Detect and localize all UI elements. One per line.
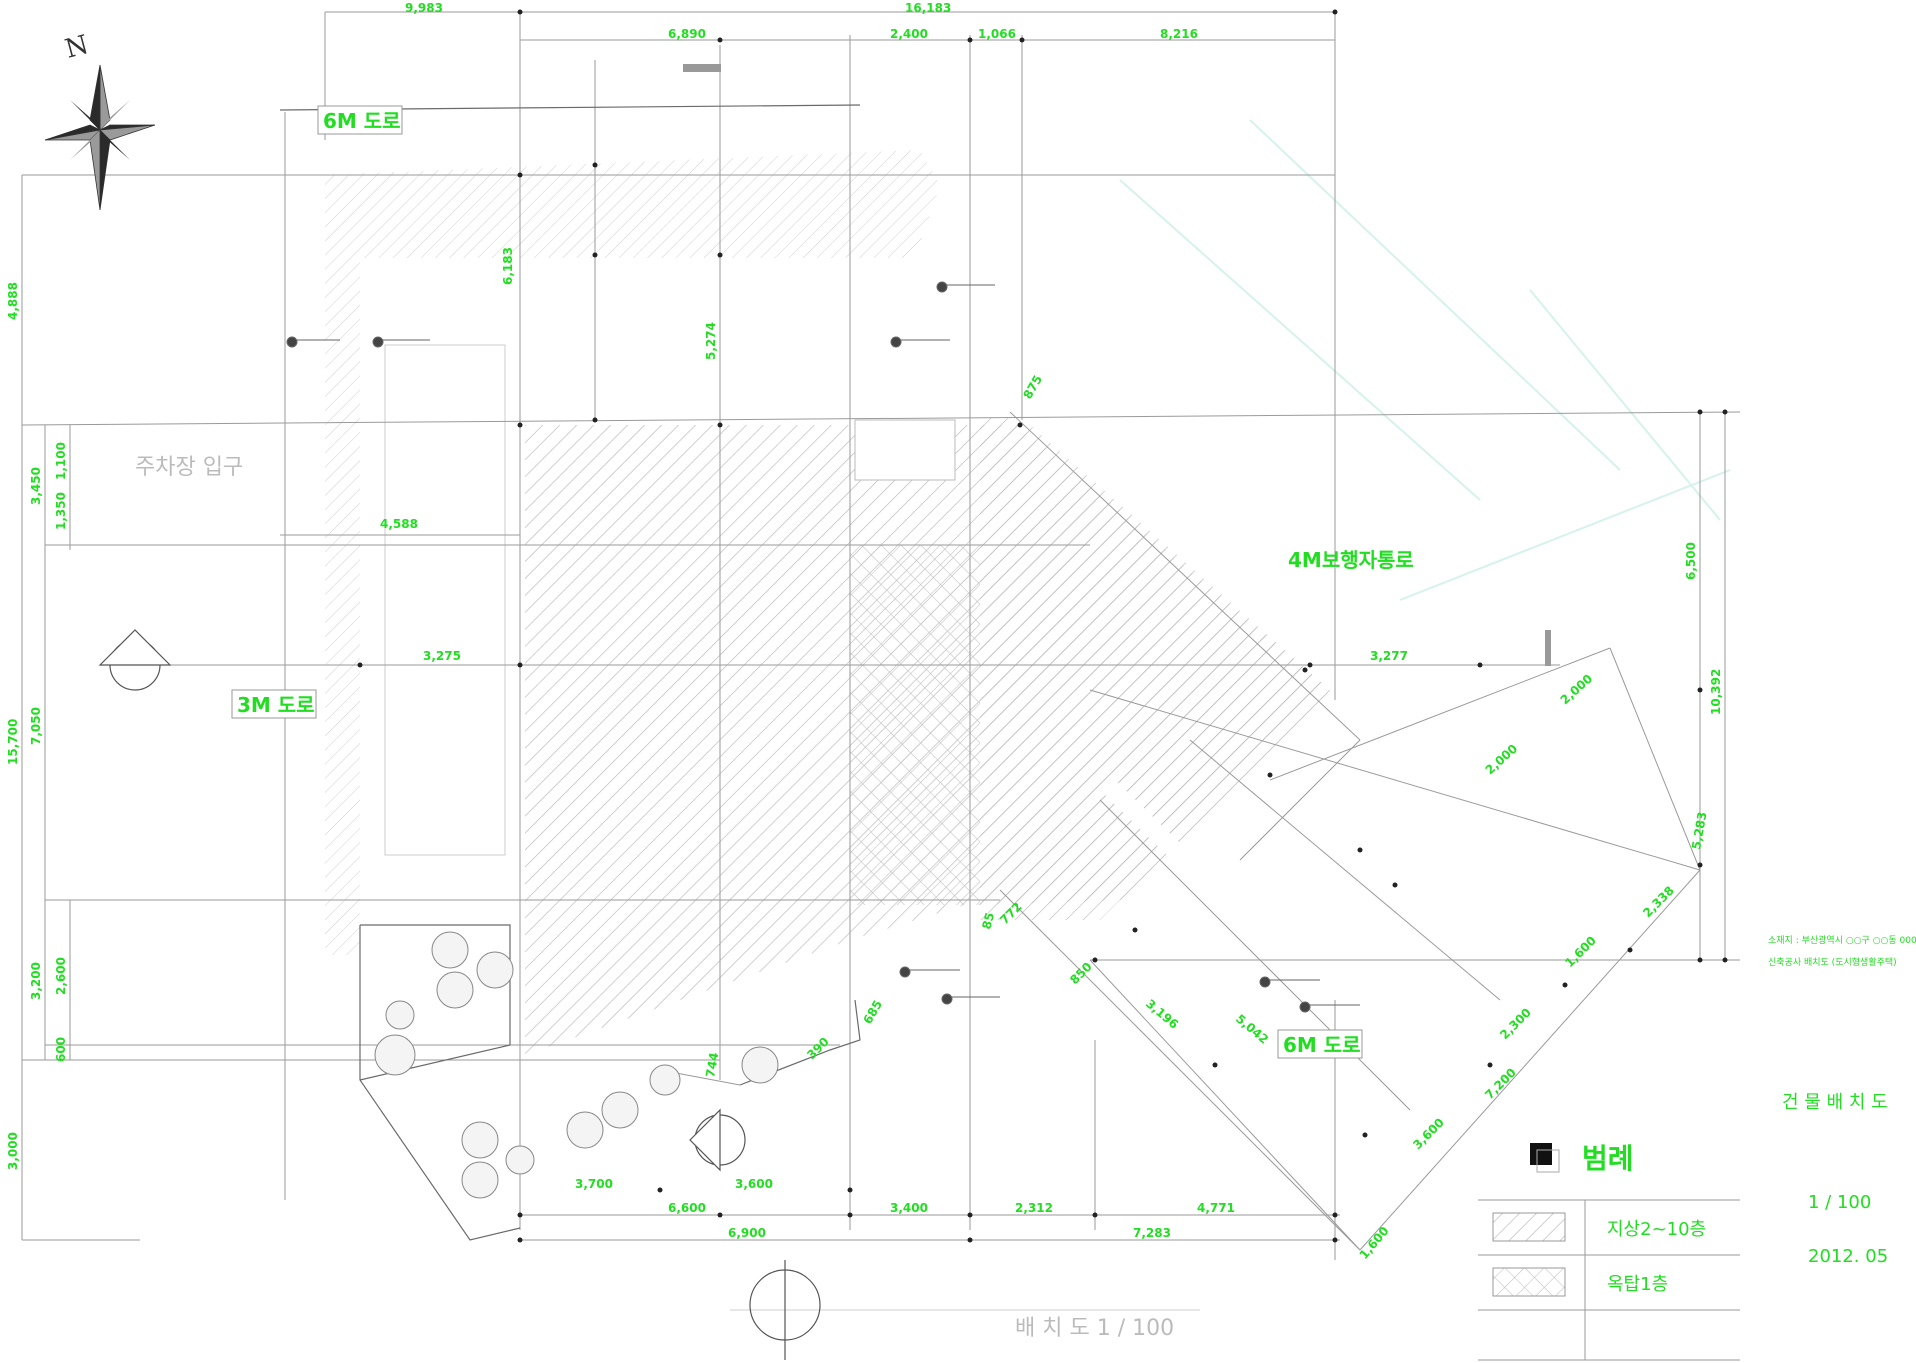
- dim-diag-6: 7,200: [1482, 1065, 1519, 1102]
- legend-item-label-1: 지상2~10층: [1607, 1219, 1706, 1240]
- dim-left-4: 3,450: [29, 467, 43, 505]
- dim-top-3: 6,890: [668, 27, 706, 41]
- dim-diag-15: 85: [979, 911, 997, 931]
- dim-left-6: 3,200: [29, 962, 43, 1000]
- dim-bot-7: 6,900: [728, 1226, 766, 1240]
- dim-diag-9: 1,600: [1562, 933, 1599, 970]
- site-boundary: [359, 924, 861, 1241]
- drawing-title: 건 물 배 치 도: [1782, 1092, 1888, 1113]
- compass-rose-icon: [44, 64, 156, 211]
- dim-diag-5: 2,300: [1497, 1005, 1534, 1042]
- legend: 범례 지상2~10층 옥탑1층: [1478, 1142, 1740, 1361]
- dim-diag-7: 3,600: [1410, 1115, 1447, 1152]
- dim-int-2: 5,274: [704, 322, 718, 360]
- dim-bot-5: 2,312: [1015, 1201, 1053, 1215]
- road-label-south-east: 6M 도로: [1283, 1033, 1361, 1057]
- road-label-west: 3M 도로: [237, 693, 315, 717]
- dim-diag-14: 685: [860, 998, 885, 1027]
- tree-icons: [374, 931, 779, 1199]
- dim-int-3: 4,588: [380, 517, 418, 531]
- dim-diag-12: 744: [703, 1051, 721, 1078]
- dim-diag-11: 1,600: [1357, 1224, 1392, 1262]
- dim-int-8: 2,000: [1483, 741, 1521, 777]
- section-symbol-icons: [98, 629, 821, 1360]
- dim-int-4: 3,275: [423, 649, 461, 663]
- grid-points: [357, 9, 1728, 1243]
- road-label-north: 6M 도로: [323, 109, 401, 133]
- section-markers: [286, 64, 1551, 1013]
- legend-title: 범례: [1582, 1142, 1634, 1175]
- dim-right-2: 10,392: [1709, 669, 1723, 715]
- note-line-1: 소재지 : 부산광역시 ○○구 ○○동 000-0: [1768, 934, 1916, 946]
- faint-label: 주차장 입구: [135, 455, 243, 480]
- dim-diag-10: 5,283: [1689, 811, 1709, 851]
- dim-left-5: 7,050: [29, 707, 43, 745]
- dim-int-7: 2,000: [1558, 671, 1596, 707]
- dim-left-7: 1,100: [54, 442, 68, 480]
- dim-left-9: 2,600: [54, 957, 68, 995]
- road-label-pedestrian: 4M보행자통로: [1288, 548, 1414, 572]
- dim-int-1: 6,183: [501, 247, 515, 285]
- dim-top-2: 16,183: [905, 1, 951, 15]
- dim-bot-3: 6,600: [668, 1201, 706, 1215]
- building-footprint: [325, 150, 1330, 1055]
- dim-bot-2: 3,600: [735, 1177, 773, 1191]
- legend-item-label-2: 옥탑1층: [1607, 1274, 1668, 1295]
- north-label: N: [62, 30, 92, 65]
- dim-left-1: 4,888: [6, 282, 20, 320]
- title-block: 건 물 배 치 도 1 / 100 2012. 05: [1782, 1092, 1888, 1267]
- dim-int-5: 3,277: [1370, 649, 1408, 663]
- dim-bot-4: 3,400: [890, 1201, 928, 1215]
- note-line-2: 신축공사 배치도 (도시형생활주택): [1768, 956, 1897, 968]
- drawing-date: 2012. 05: [1808, 1246, 1888, 1267]
- guide-lines: [1119, 119, 1731, 601]
- drawing-scale: 1 / 100: [1808, 1192, 1871, 1213]
- dim-right-1: 6,500: [1684, 542, 1698, 580]
- dim-top-4: 2,400: [890, 27, 928, 41]
- dim-bot-1: 3,700: [575, 1177, 613, 1191]
- dim-top-1: 9,983: [405, 1, 443, 15]
- dim-left-2: 15,700: [6, 719, 20, 765]
- dim-left-3: 3,000: [6, 1132, 20, 1170]
- dim-diag-3: 3,196: [1143, 997, 1181, 1032]
- dim-bot-6: 4,771: [1197, 1201, 1235, 1215]
- legend-swatch-single-hatch: [1492, 1212, 1566, 1242]
- dim-top-5: 1,066: [978, 27, 1016, 41]
- dim-diag-2: 850: [1067, 959, 1095, 987]
- dim-left-10: 600: [54, 1037, 68, 1062]
- dim-left-8: 1,350: [54, 492, 68, 530]
- dim-bot-8: 7,283: [1133, 1226, 1171, 1240]
- dim-top-6: 8,216: [1160, 27, 1198, 41]
- legend-swatch-double-hatch: [1492, 1267, 1566, 1297]
- bottom-caption: 배 치 도 1 / 100: [1015, 1316, 1174, 1341]
- road-labels: 6M 도로 3M 도로 4M보행자통로 6M 도로: [231, 105, 1414, 1059]
- dim-int-6: 875: [1020, 373, 1045, 402]
- dim-diag-4: 5,042: [1233, 1012, 1271, 1047]
